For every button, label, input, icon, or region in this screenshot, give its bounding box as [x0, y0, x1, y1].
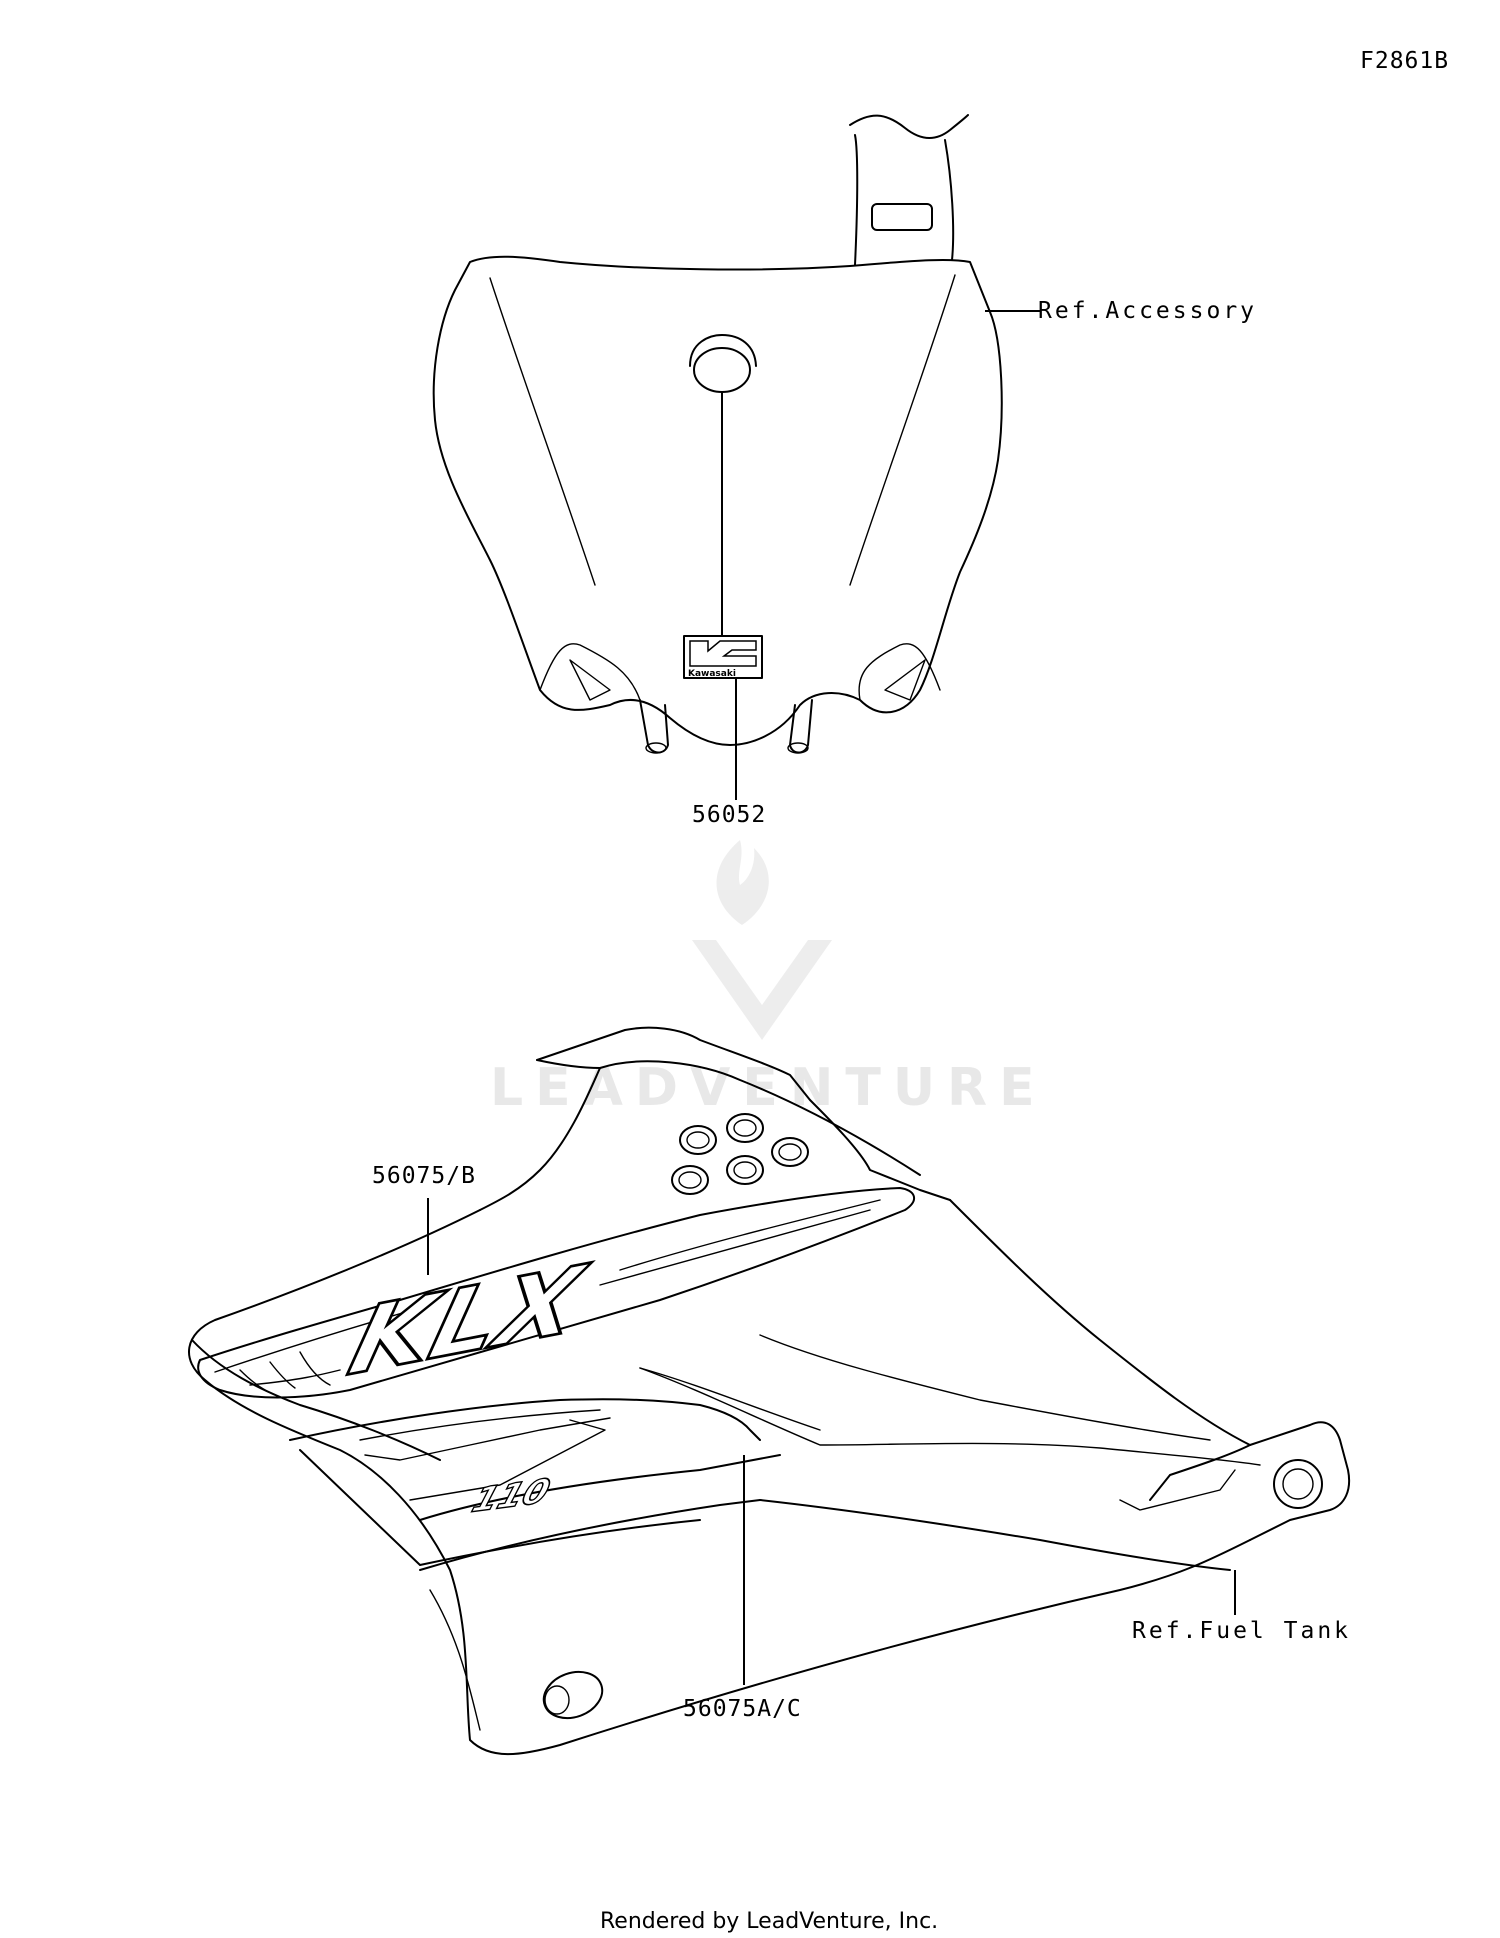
part-label-56075ac: 56075A/C — [683, 1696, 802, 1722]
leadventure-watermark: LEADVENTURE — [490, 840, 1035, 1118]
decal-brand-text: Kawasaki — [688, 669, 736, 679]
klx-decal: KLX — [197, 1187, 915, 1399]
vent-holes — [671, 1113, 809, 1195]
klx-model-text: KLX — [339, 1243, 597, 1397]
flame-icon — [716, 840, 769, 925]
displacement-text: 110 — [467, 1472, 554, 1520]
footer-credit: Rendered by LeadVenture, Inc. — [600, 1909, 938, 1934]
kawasaki-decal: Kawasaki — [683, 635, 763, 679]
ref-accessory-label: Ref.Accessory — [1038, 298, 1257, 324]
figure-id: F2861B — [1360, 48, 1449, 74]
110-decal: 110 — [289, 1398, 761, 1566]
ref-fuel-tank-label: Ref.Fuel Tank — [1132, 1618, 1351, 1644]
part-label-56075b: 56075/B — [372, 1163, 476, 1189]
number-plate — [432, 114, 1003, 754]
side-shroud — [188, 1026, 1350, 1756]
kawasaki-k-logo-icon — [689, 640, 757, 667]
part-label-56052: 56052 — [692, 802, 766, 828]
v-logo-icon — [692, 940, 832, 1040]
